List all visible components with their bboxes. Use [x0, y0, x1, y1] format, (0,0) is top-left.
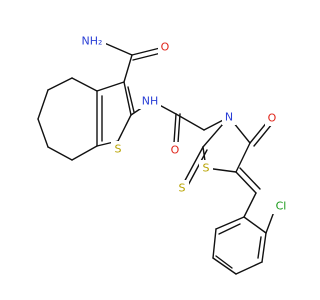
svg-text:N: N — [225, 111, 233, 124]
structure-canvas: NH₂ O S NH O N — [37, 33, 291, 275]
bond — [212, 257, 237, 275]
bond — [117, 114, 132, 142]
bond — [215, 216, 245, 230]
svg-text:S: S — [179, 182, 186, 195]
bond — [235, 171, 257, 194]
bond — [212, 228, 217, 259]
bond — [123, 54, 133, 83]
bond — [215, 255, 233, 269]
bond — [96, 81, 125, 92]
bond — [175, 113, 205, 131]
svg-text:Cl: Cl — [276, 200, 287, 213]
svg-text:S: S — [115, 143, 122, 156]
bond — [123, 81, 132, 116]
svg-text:O: O — [268, 112, 277, 125]
svg-text:S: S — [203, 162, 210, 175]
bond — [37, 118, 49, 148]
bond — [253, 123, 273, 147]
atom-label-layer: NH₂ O S NH O N — [78, 33, 291, 214]
bond — [235, 261, 263, 275]
bond — [132, 52, 162, 61]
bond — [127, 86, 135, 113]
bond — [131, 47, 161, 56]
svg-text:NH: NH — [142, 95, 159, 108]
molecule-diagram: NH₂ O S NH O N — [37, 33, 291, 275]
thione-sulfur-label: S — [175, 180, 189, 196]
svg-text:O: O — [161, 41, 170, 54]
bond — [261, 232, 267, 263]
bond — [47, 146, 73, 161]
svg-text:O: O — [171, 144, 180, 157]
bond — [71, 77, 98, 92]
nh-label: NH — [139, 93, 161, 109]
bond-layer — [37, 41, 276, 275]
bond — [243, 192, 257, 218]
svg-text:NH₂: NH₂ — [82, 35, 103, 48]
bond — [257, 236, 262, 259]
amide-oxygen-label: O — [158, 39, 172, 55]
bond — [239, 167, 261, 190]
ring-oxygen-label: O — [265, 110, 279, 126]
bond — [173, 113, 177, 144]
nh2-label: NH₂ — [78, 33, 106, 49]
acyl-oxygen-label: O — [168, 142, 182, 158]
bond — [185, 149, 208, 190]
bond — [71, 145, 98, 161]
bond — [47, 77, 73, 91]
bond — [243, 216, 267, 234]
ring-sulfur-label: S — [199, 160, 213, 176]
bond — [101, 41, 133, 56]
ring-nitrogen-label: N — [222, 109, 236, 125]
thiophene-sulfur-label: S — [111, 141, 125, 157]
chlorine-label: Cl — [271, 198, 291, 214]
bond — [235, 142, 251, 173]
bond — [218, 223, 241, 235]
bond — [181, 146, 204, 187]
bond — [37, 89, 49, 120]
bond — [177, 113, 181, 144]
